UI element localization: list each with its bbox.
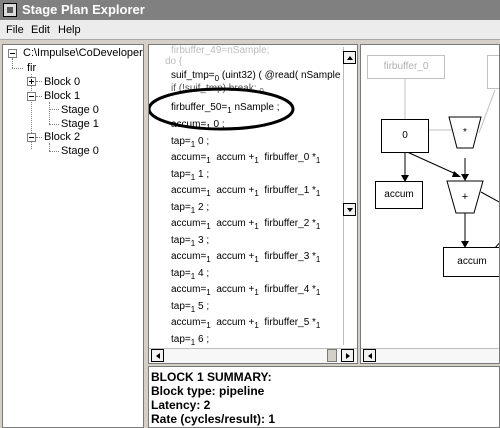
code-line: tap=1 4 ; — [171, 268, 210, 281]
root-collapse-toggle[interactable] — [8, 49, 17, 58]
code-line: accum=1 accum +1 firbuffer_1 *1 — [171, 185, 321, 198]
tree-item-block-1[interactable]: Block 1 — [44, 90, 81, 102]
code-scroll-down-button[interactable] — [343, 203, 356, 216]
diagram-horizontal-scrollbar[interactable] — [361, 348, 499, 363]
tree-item-block-0[interactable]: Block 0 — [44, 76, 81, 88]
tree-item-block-2-stage-0[interactable]: Stage 0 — [61, 145, 99, 157]
code-line-highlighted: firbuffer_50=1 nSample ; — [171, 102, 280, 115]
multiply-operator-label: * — [463, 127, 467, 138]
multiply-operator-shape — [448, 116, 482, 149]
summary-title: BLOCK 1 SUMMARY: — [151, 370, 272, 384]
code-line: accum=1 accum +1 firbuffer_5 *1 — [171, 317, 321, 330]
code-scroll-thumb[interactable] — [327, 349, 337, 362]
highlight-ellipse — [149, 87, 295, 131]
tree-item-block-1-stage-1[interactable]: Stage 1 — [61, 118, 99, 130]
stage-diagram[interactable]: firbuffer_0 0 * + accum accum — [360, 44, 500, 364]
node-firbuffer-0[interactable]: firbuffer_0 — [367, 55, 445, 79]
tree-root-path[interactable]: C:\Impulse\CoDeveloper\E — [23, 47, 144, 59]
code-line: tap=1 0 ; — [171, 136, 210, 149]
code-line: accum=1 accum +1 firbuffer_2 *1 — [171, 218, 321, 231]
summary-latency: Latency: 2 — [151, 398, 211, 412]
node-accum-left[interactable]: accum — [375, 181, 423, 209]
menu-help[interactable]: Help — [58, 24, 81, 36]
window-title: Stage Plan Explorer — [22, 2, 145, 17]
add-operator-label: + — [461, 191, 469, 203]
menu-bar: File Edit Help — [0, 20, 500, 40]
block-summary-panel: BLOCK 1 SUMMARY: Block type: pipeline La… — [148, 366, 500, 428]
code-line: do { — [165, 56, 183, 67]
code-line: accum=1 accum +1 firbuffer_4 *1 — [171, 284, 321, 297]
menu-edit[interactable]: Edit — [31, 24, 50, 36]
code-line: tap=1 3 ; — [171, 235, 210, 248]
code-view[interactable]: firbuffer_49=nSample; do { suif_tmp=0 (u… — [148, 44, 358, 364]
tree-item-block-2[interactable]: Block 2 — [44, 131, 81, 143]
summary-rate: Rate (cycles/result): 1 — [151, 412, 276, 426]
node-constant-0[interactable]: 0 — [381, 119, 429, 153]
diagram-edges — [401, 79, 499, 249]
block-2-collapse-toggle[interactable] — [27, 133, 36, 142]
app-icon — [3, 3, 17, 17]
diagram-scroll-left-button[interactable] — [363, 349, 376, 362]
code-line: tap=1 5 ; — [171, 301, 210, 314]
code-scroll-left-button[interactable] — [151, 349, 164, 362]
menu-file[interactable]: File — [6, 24, 24, 36]
tree-item-fir[interactable]: fir — [27, 62, 37, 74]
node-offscreen — [487, 55, 499, 89]
code-line: suif_tmp=0 (uint32) ( @read( nSample — [171, 70, 341, 83]
code-line: tap=1 2 ; — [171, 202, 210, 215]
code-scroll-up-button[interactable] — [343, 51, 356, 64]
code-scroll-right-button[interactable] — [341, 349, 354, 362]
title-bar — [0, 0, 500, 20]
summary-block-type: Block type: pipeline — [151, 384, 265, 398]
code-line: accum=1 accum +1 firbuffer_0 *1 — [171, 152, 321, 165]
code-line: firbuffer_49=nSample; — [171, 45, 270, 56]
code-line: tap=1 6 ; — [171, 334, 210, 347]
add-operator-shape — [446, 180, 484, 214]
code-line: accum=1 accum +1 firbuffer_3 *1 — [171, 251, 321, 264]
node-accum-right[interactable]: accum — [443, 247, 499, 277]
code-line: tap=1 1 ; — [171, 169, 210, 182]
block-0-expand-toggle[interactable] — [27, 77, 36, 86]
code-horizontal-scrollbar[interactable] — [149, 348, 357, 363]
stage-tree: C:\Impulse\CoDeveloper\E fir Block 0 Blo… — [2, 44, 144, 428]
block-1-collapse-toggle[interactable] — [27, 92, 36, 101]
tree-item-block-1-stage-0[interactable]: Stage 0 — [61, 104, 99, 116]
code-vertical-scrollbar[interactable] — [343, 47, 357, 345]
